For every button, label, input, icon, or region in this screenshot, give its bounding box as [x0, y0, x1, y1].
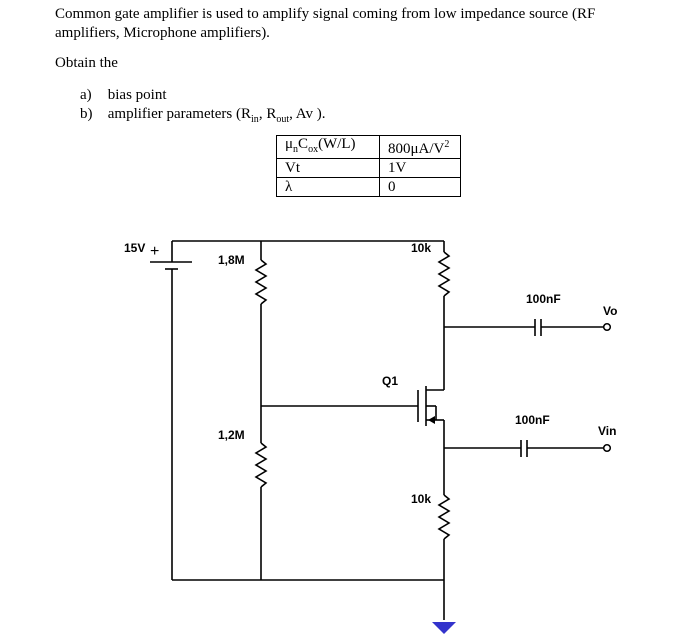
table-row: λ 0: [276, 177, 461, 197]
resistor-rd: [437, 251, 451, 297]
table-row: μnCox(W/L) 800μA/V2: [276, 135, 461, 159]
mu-symbol: μ: [285, 136, 294, 152]
task-item-text: bias point: [107, 87, 167, 103]
task-item-text-mid: , R: [258, 106, 277, 122]
vo-label: Vo: [603, 304, 617, 318]
param-value-cell: 0: [379, 177, 461, 197]
mobility-subscript: n: [293, 144, 299, 155]
resistor-r2: [254, 442, 268, 488]
mosfet-arrow-icon: [428, 416, 435, 424]
r1-label: 1,8M: [218, 253, 245, 267]
rd-label: 10k: [411, 241, 431, 255]
vin-terminal-icon[interactable]: [602, 443, 612, 453]
value-exponent: 2: [444, 139, 450, 150]
rs-label: 10k: [411, 492, 431, 506]
param-value: 800μA/V: [388, 141, 445, 157]
task-item-label: b): [80, 106, 93, 122]
ground-icon: [432, 622, 456, 634]
problem-intro: Common gate amplifier is used to amplify…: [55, 6, 596, 41]
r2-label: 1,2M: [218, 428, 245, 442]
parameter-table: μnCox(W/L) 800μA/V2 Vt 1V λ 0: [276, 135, 461, 197]
param-value-cell: 800μA/V2: [379, 135, 461, 159]
cout-label: 100nF: [526, 292, 561, 306]
resistor-r1: [254, 259, 268, 305]
rin-subscript: in: [251, 114, 259, 125]
circuit-wires: [150, 240, 604, 620]
cap-symbol: C: [298, 136, 309, 152]
task-list: a) bias point b) amplifier parameters (R…: [80, 86, 326, 129]
obtain-heading: Obtain the: [55, 55, 118, 71]
vo-terminal-icon[interactable]: [602, 322, 612, 332]
rout-subscript: out: [276, 114, 290, 125]
task-item-a: a) bias point: [80, 86, 326, 105]
cin-label: 100nF: [515, 413, 550, 427]
resistor-rs: [437, 494, 451, 540]
task-item-label: a): [80, 87, 92, 103]
vin-label: Vin: [598, 424, 616, 438]
task-item-b: b) amplifier parameters (Rin, Rout, Av )…: [80, 105, 326, 129]
supply-label: 15V: [124, 241, 145, 255]
param-name-cell: μnCox(W/L): [276, 135, 380, 159]
task-item-text-end: , Av ).: [289, 106, 326, 122]
wl-ratio: (W/L): [318, 136, 356, 152]
supply-plus-sign: +: [150, 243, 159, 260]
transistor-label: Q1: [382, 374, 398, 388]
task-item-text: amplifier parameters (R: [107, 106, 252, 122]
oxide-subscript: ox: [308, 144, 319, 155]
